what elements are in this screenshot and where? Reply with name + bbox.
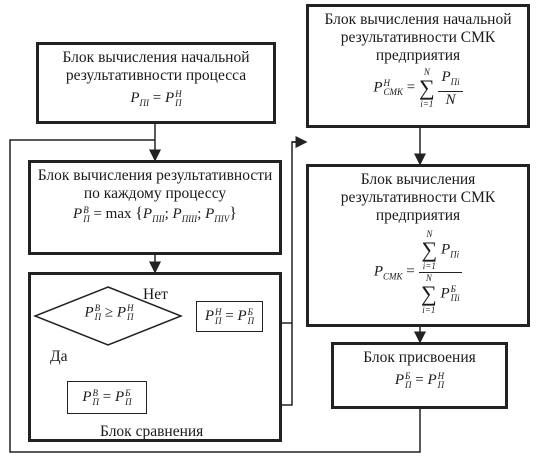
formula-sup: В (92, 387, 99, 398)
formula-sup: Б (450, 284, 456, 294)
formula-eq: = (415, 372, 424, 388)
block-each-process-title: Блок вычисления результативности по кажд… (37, 167, 273, 202)
formula-symbol: P (394, 372, 405, 388)
decision-diamond (33, 286, 183, 346)
formula-symbol: P (73, 206, 83, 222)
formula-sub: П (92, 396, 100, 407)
formula-eq: = (406, 79, 416, 96)
formula-eq: = (152, 90, 162, 106)
formula-eq: = (225, 308, 234, 324)
formula-eq: = (102, 389, 112, 405)
sum-upper: N (426, 229, 433, 239)
block-qms-result: Блок вычисления результативности СМК пре… (306, 164, 530, 327)
formula-symbol: P (116, 304, 127, 321)
formula-sub: Пi (450, 76, 460, 87)
formula-symbol: P (84, 304, 94, 321)
block-initial-process-title: Блок вычисления начальной результативнос… (62, 49, 250, 84)
feedback-loop (9, 139, 421, 453)
formula-sep: ; (197, 206, 202, 222)
sum-upper: N (425, 273, 432, 283)
block-initial-qms: Блок вычисления начальной результативнос… (306, 4, 530, 128)
sum-lower: i=1 (422, 305, 436, 315)
formula-sub: ПII (152, 214, 165, 224)
formula-symbol: P (440, 285, 450, 302)
formula-sub: П (127, 312, 134, 322)
formula-sup: В (94, 303, 101, 313)
block-qms-result-title: Блок вычисления результативности СМК пре… (340, 171, 496, 224)
block-each-process: Блок вычисления результативности по кажд… (28, 160, 282, 255)
formula-sup: Б (125, 387, 131, 398)
formula-sub: ПI (139, 98, 150, 108)
formula-sup: Н (383, 78, 391, 88)
formula-sub: ПIII (181, 214, 198, 224)
formula-symbol: P (164, 90, 175, 106)
sum-sign: N∑i=1 (419, 67, 435, 109)
formula-sub: П (215, 315, 222, 326)
formula-sub: СМК (383, 271, 403, 282)
formula-sub: П (94, 312, 102, 322)
formula-sub: ПIV (214, 214, 230, 224)
formula-sep: ; (164, 206, 169, 222)
sum-sign: N∑i=1 (421, 229, 438, 271)
formula-sup: Б (247, 306, 253, 317)
formula-symbol: P (130, 90, 140, 106)
formula-brace: } (229, 205, 237, 222)
sum-sign: N∑i=1 (421, 273, 437, 315)
formula-symbol: P (237, 308, 247, 324)
formula-sup: Б (405, 370, 411, 381)
formula-symbol: P (172, 206, 182, 222)
formula-sub: П (437, 379, 445, 390)
sum-lower: i=1 (420, 99, 434, 109)
formula-symbol: P (373, 263, 384, 280)
formula-symbol: P (142, 206, 153, 222)
formula-sub: СМК (383, 87, 404, 97)
formula-symbol: P (373, 79, 383, 96)
formula-symbol: P (205, 206, 215, 222)
formula-sup: Н (175, 88, 182, 99)
formula-sub: Пi (450, 249, 460, 260)
block-initial-qms-title: Блок вычисления начальной результативнос… (324, 11, 512, 64)
block-assignment-title: Блок присвоения (363, 349, 476, 366)
formula-eq: = max (93, 206, 132, 222)
formula-sup: Н (215, 306, 222, 317)
sum-lower: i=1 (422, 261, 436, 271)
formula-symbol: P (204, 308, 215, 324)
label-yes: Да (50, 348, 68, 365)
formula-symbol: P (427, 372, 437, 388)
formula-symbol: P (82, 389, 92, 405)
formula-brace: { (135, 205, 143, 222)
label-no: Нет (143, 286, 168, 303)
sum-upper: N (423, 67, 430, 77)
formula-sup: Н (127, 303, 134, 313)
formula-sub: П (83, 213, 90, 224)
block-initial-process: Блок вычисления начальной результативнос… (36, 42, 276, 124)
formula-denominator: N (445, 91, 456, 108)
formula-symbol: P (440, 241, 451, 258)
formula-sub: П (247, 315, 255, 326)
block-comparison-label: Блок сравнения (100, 423, 204, 440)
fraction: PПi N (438, 68, 463, 108)
formula-sub: Пi (450, 293, 460, 303)
formula-symbol: P (441, 68, 451, 85)
formula-symbol: P (114, 389, 125, 405)
formula-op: ≥ (104, 304, 114, 321)
block-comparison (28, 272, 282, 442)
formula-sub: П (175, 97, 182, 108)
formula-sup: Н (437, 370, 445, 381)
formula-sup: В (83, 204, 89, 215)
formula-eq: = (406, 263, 415, 280)
formula-sub: П (405, 379, 412, 390)
formula-sub: П (125, 396, 132, 407)
